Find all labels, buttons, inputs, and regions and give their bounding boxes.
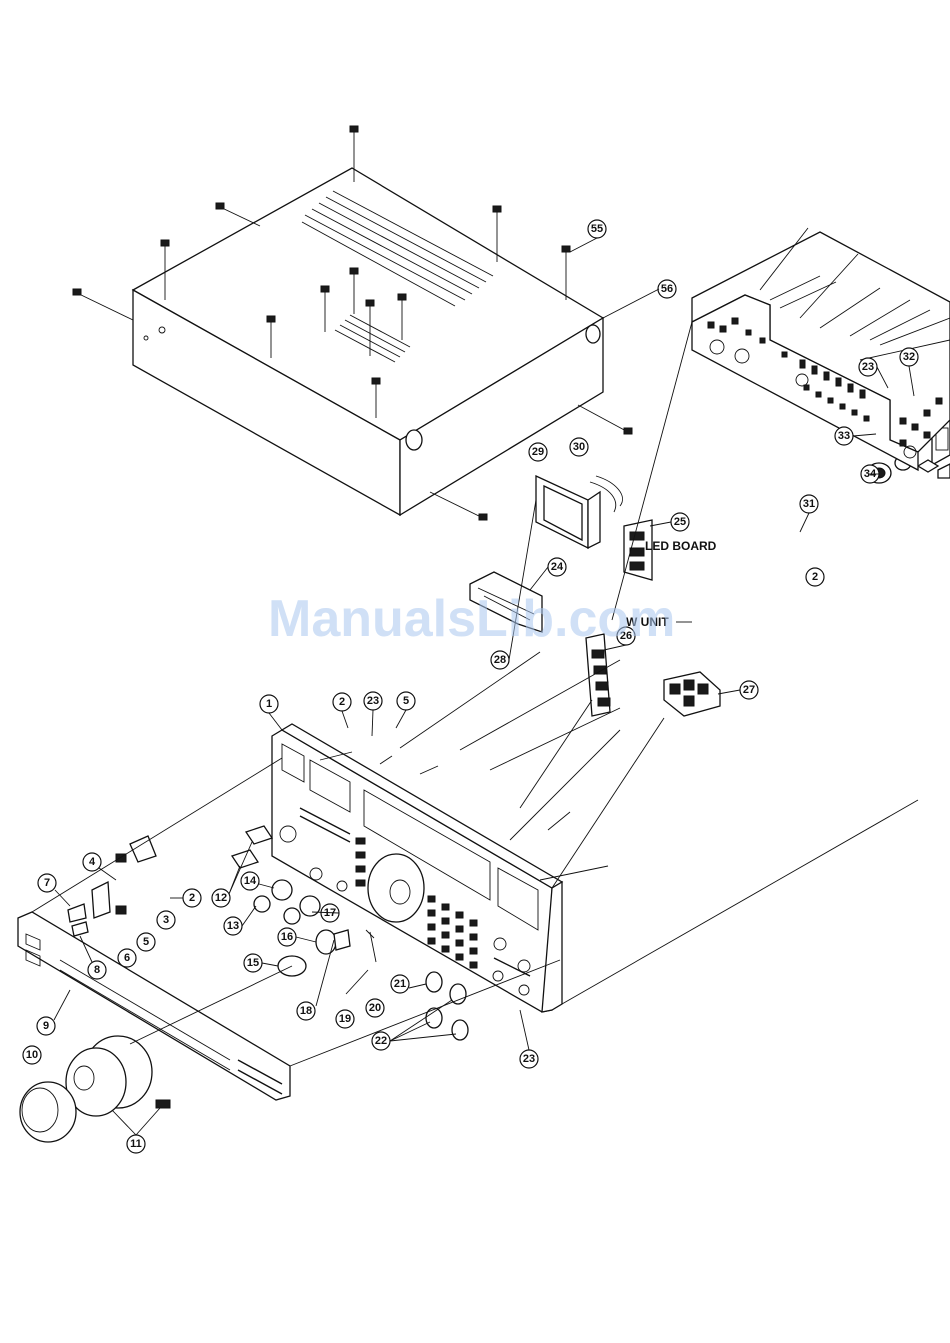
callout-29: 29 — [529, 443, 547, 461]
svg-text:13: 13 — [227, 920, 239, 932]
svg-text:28: 28 — [494, 654, 506, 666]
callout-18: 18 — [297, 1002, 315, 1020]
svg-text:12: 12 — [215, 892, 227, 904]
svg-text:9: 9 — [43, 1020, 49, 1032]
callout-31: 31 — [800, 495, 818, 513]
svg-text:11: 11 — [130, 1138, 142, 1150]
callout-23b: 23 — [859, 358, 877, 376]
callout-7: 7 — [38, 874, 56, 892]
callout-16: 16 — [278, 928, 296, 946]
callout-12: 12 — [212, 889, 230, 907]
svg-text:6: 6 — [124, 952, 130, 964]
callout-32: 32 — [900, 348, 918, 366]
callout-2a: 2 — [333, 693, 351, 711]
callout-30: 30 — [570, 438, 588, 456]
svg-text:23: 23 — [367, 695, 379, 707]
svg-text:14: 14 — [244, 875, 257, 887]
callout-4: 4 — [83, 853, 101, 871]
svg-text:31: 31 — [803, 498, 815, 510]
svg-text:2: 2 — [812, 571, 818, 583]
switch-parts-4-8 — [68, 836, 156, 936]
svg-text:27: 27 — [743, 684, 755, 696]
watermark-text: ManualsLib.com — [268, 590, 675, 648]
callout-55: 55 — [588, 220, 606, 238]
svg-text:30: 30 — [573, 441, 585, 453]
knobs-13-14-17 — [254, 880, 320, 924]
callout-15: 15 — [244, 954, 262, 972]
svg-text:7: 7 — [44, 877, 50, 889]
callout-8: 8 — [88, 961, 106, 979]
callout-11: 11 — [127, 1135, 145, 1153]
svg-text:55: 55 — [591, 223, 603, 235]
callout-5a: 5 — [397, 692, 415, 710]
callout-23c: 23 — [520, 1050, 538, 1068]
levers-12 — [232, 826, 272, 868]
front-panel — [272, 724, 562, 1012]
svg-text:15: 15 — [247, 957, 259, 969]
svg-text:5: 5 — [403, 695, 409, 707]
callout-14: 14 — [241, 872, 259, 890]
svg-text:29: 29 — [532, 446, 544, 458]
callout-25: 25 — [671, 513, 689, 531]
callout-19: 19 — [336, 1010, 354, 1028]
tuning-knob — [20, 1036, 170, 1142]
svg-text:1: 1 — [266, 698, 272, 710]
callout-22: 22 — [372, 1032, 390, 1050]
callout-21: 21 — [391, 975, 409, 993]
svg-text:56: 56 — [661, 283, 673, 295]
callout-13: 13 — [224, 917, 242, 935]
callout-27: 27 — [740, 681, 758, 699]
callout-24: 24 — [548, 558, 566, 576]
svg-text:32: 32 — [903, 351, 915, 363]
knobs-21-22 — [426, 972, 468, 1040]
svg-text:21: 21 — [394, 978, 406, 990]
callout-2c: 2 — [806, 568, 824, 586]
svg-text:22: 22 — [375, 1035, 387, 1047]
svg-text:33: 33 — [838, 430, 850, 442]
svg-text:5: 5 — [143, 936, 149, 948]
callout-10: 10 — [23, 1046, 41, 1064]
callout-23a: 23 — [364, 692, 382, 710]
svg-text:23: 23 — [862, 361, 874, 373]
svg-text:10: 10 — [26, 1049, 38, 1061]
svg-text:8: 8 — [94, 964, 100, 976]
callout-2b: 2 — [183, 889, 201, 907]
callout-3: 3 — [157, 911, 175, 929]
switch-27 — [664, 672, 720, 716]
svg-text:25: 25 — [674, 516, 686, 528]
callout-20: 20 — [366, 999, 384, 1017]
svg-text:3: 3 — [163, 914, 169, 926]
meter-assembly — [536, 476, 623, 548]
callout-33: 33 — [835, 427, 853, 445]
svg-text:4: 4 — [89, 856, 96, 868]
svg-text:23: 23 — [523, 1053, 535, 1065]
svg-text:20: 20 — [369, 1002, 381, 1014]
label-led-board: LED BOARD — [645, 539, 717, 553]
callout-9: 9 — [37, 1017, 55, 1035]
svg-text:2: 2 — [189, 892, 195, 904]
callout-6: 6 — [118, 949, 136, 967]
top-cover — [133, 168, 603, 515]
svg-text:19: 19 — [339, 1013, 351, 1025]
svg-text:16: 16 — [281, 931, 293, 943]
svg-text:18: 18 — [300, 1005, 312, 1017]
svg-text:2: 2 — [339, 696, 345, 708]
callout-28: 28 — [491, 651, 509, 669]
svg-text:24: 24 — [551, 561, 564, 573]
callout-1: 1 — [260, 695, 278, 713]
callout-5b: 5 — [137, 933, 155, 951]
callout-56: 56 — [658, 280, 676, 298]
